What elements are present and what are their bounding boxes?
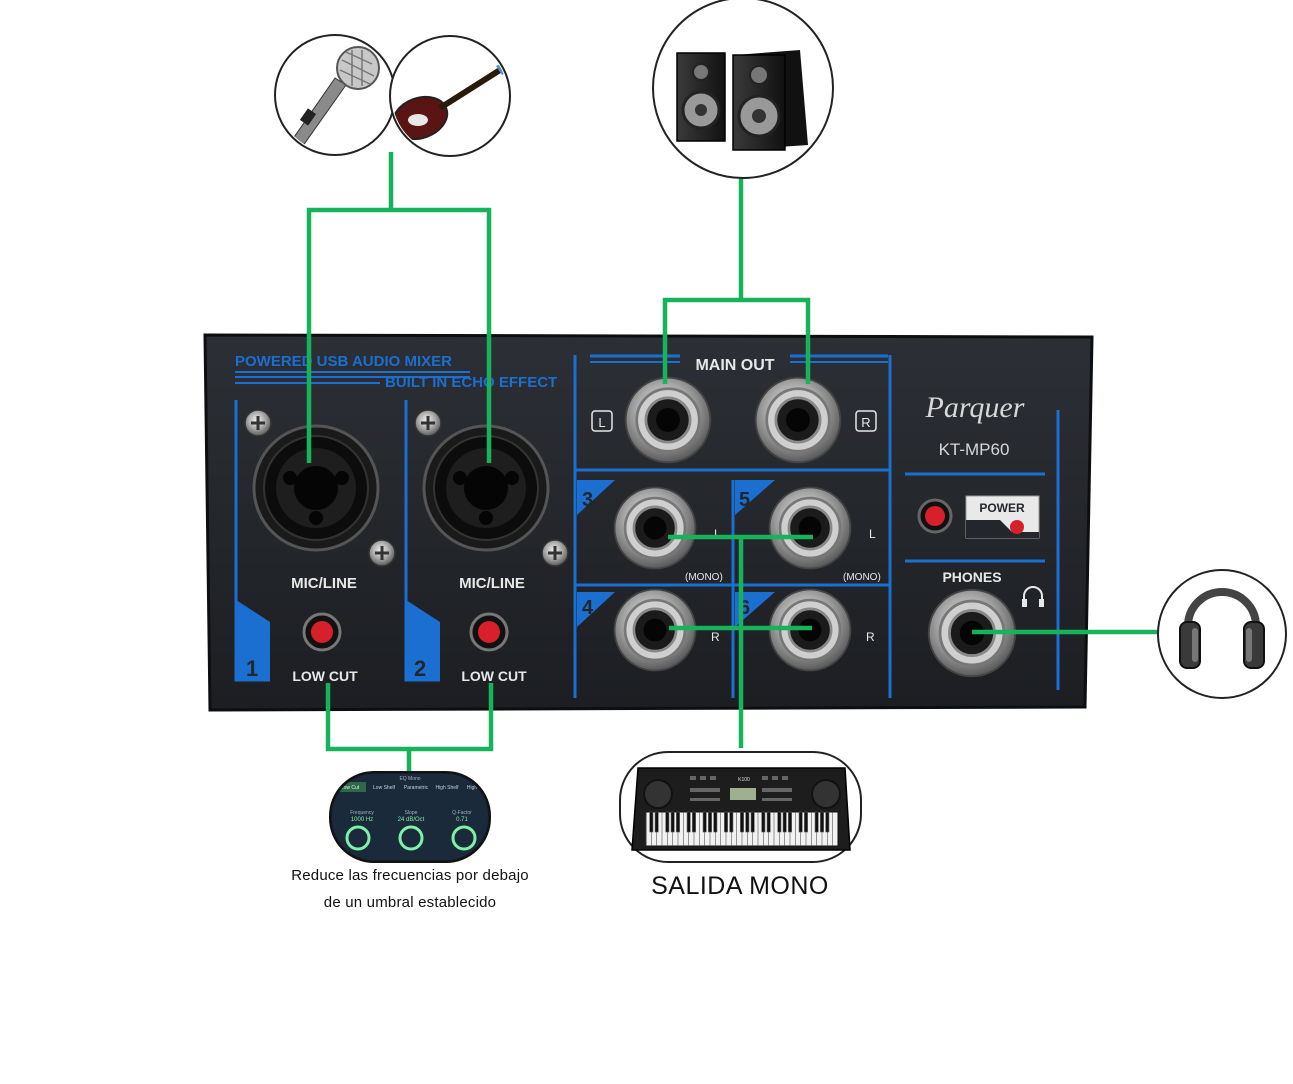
keyboard-black-key xyxy=(713,811,718,833)
channel-1-number: 1 xyxy=(246,656,258,681)
keyboard-black-key xyxy=(804,811,808,833)
keyboard-black-key xyxy=(766,811,771,833)
keyboard-black-key xyxy=(825,811,830,833)
keyboard-black-key xyxy=(665,811,670,833)
eq-tab-parametric[interactable]: Parametric xyxy=(404,785,429,791)
keyboard-model-label: K100 xyxy=(738,777,750,783)
keyboard-black-key xyxy=(729,811,734,833)
mic-line-label-1: MIC/LINE xyxy=(291,575,357,592)
xlr-combo-input-2[interactable] xyxy=(422,424,550,552)
keyboard-black-key xyxy=(708,811,712,833)
eq-knob-qfactor-value: 0.71 xyxy=(456,817,468,823)
keyboard-black-key xyxy=(676,811,680,833)
xlr-combo-input-1[interactable] xyxy=(252,424,380,552)
wire-instruments-to-inputs xyxy=(306,152,492,463)
mono-tag-3: (MONO) xyxy=(685,572,723,583)
channel-strip-1: 1 MIC/LINE LOW CUT xyxy=(234,400,397,684)
eq-knob-slope[interactable] xyxy=(398,825,424,851)
channel-3-number: 3 xyxy=(582,489,593,511)
jack-l-label: L xyxy=(869,527,876,541)
mic-line-label-2: MIC/LINE xyxy=(459,575,525,592)
eq-knob-frequency[interactable] xyxy=(345,825,371,851)
keyboard-black-key xyxy=(788,811,792,833)
main-out-left-label: L xyxy=(598,415,605,430)
eq-knob-frequency-label: Frequency xyxy=(350,810,374,816)
keyboard-black-key xyxy=(798,811,803,833)
model-label: KT-MP60 xyxy=(939,440,1010,459)
wire-line-inputs-to-keyboard xyxy=(668,534,813,748)
header-line2: BUILT IN ECHO EFFECT xyxy=(385,374,557,391)
keyboard-black-key xyxy=(820,811,824,833)
jack-r-label: R xyxy=(866,630,875,644)
eq-tab-high-shelf[interactable]: High Shelf xyxy=(435,785,459,791)
screw-icon xyxy=(243,408,273,438)
channel-5-number: 5 xyxy=(739,489,750,511)
microphone-icon xyxy=(274,34,396,156)
screw-icon xyxy=(367,538,397,568)
headphones-icon xyxy=(1157,569,1287,699)
line-inputs-section: 3 4 5 6 L L R R (MONO) (MONO) xyxy=(575,355,892,698)
brand-logo: Parquer xyxy=(925,391,1025,424)
eq-knob-frequency-value: 1000 Hz xyxy=(351,817,373,823)
keyboard-black-key xyxy=(692,811,696,833)
low-cut-caption-line1: Reduce las frecuencias por debajo xyxy=(291,867,529,884)
power-label: POWER xyxy=(979,501,1025,515)
jack-l-label: L xyxy=(714,527,721,541)
input-5-left-jack[interactable] xyxy=(768,486,852,570)
connection-wires xyxy=(306,152,1162,773)
eq-knob-slope-value: 24 dB/Oct xyxy=(398,817,425,823)
eq-tab-low-cut[interactable]: Low Cut xyxy=(341,785,360,791)
power-led xyxy=(1010,520,1024,534)
low-cut-label-2: LOW CUT xyxy=(461,668,527,684)
keyboard-icon: K100 xyxy=(619,751,862,863)
low-cut-caption-line2: de un umbral establecido xyxy=(323,894,497,911)
channel-4-number: 4 xyxy=(582,597,594,619)
headphones-small-icon xyxy=(1022,586,1044,607)
keyboard-black-key xyxy=(686,811,691,833)
keyboard-black-key xyxy=(777,811,782,833)
speakers-icon xyxy=(652,0,834,179)
keyboard-black-key xyxy=(740,811,744,833)
keyboard-black-key xyxy=(761,811,766,833)
low-cut-caption: Reduce las frecuencias por debajo de un … xyxy=(270,862,550,916)
channel-2-number: 2 xyxy=(414,656,426,681)
eq-knob-qfactor-label: Q-Factor xyxy=(452,810,472,816)
eq-plugin-title: EQ Mono xyxy=(399,776,420,782)
screw-icon xyxy=(413,408,443,438)
low-cut-label-1: LOW CUT xyxy=(292,668,358,684)
mixer-panel: POWERED USB AUDIO MIXER BUILT IN ECHO EF… xyxy=(203,333,1094,712)
screw-icon xyxy=(540,538,570,568)
wire-main-out-to-speakers xyxy=(662,176,811,384)
main-out-left-jack[interactable] xyxy=(624,376,712,464)
keyboard-black-key xyxy=(670,811,675,833)
eq-tab-low-shelf[interactable]: Low Shelf xyxy=(373,785,396,791)
main-out-right-label: R xyxy=(861,415,870,430)
eq-plugin-icon: EQ Mono Low Cut Low Shelf Parametric Hig… xyxy=(329,771,491,863)
channel-6-number: 6 xyxy=(739,597,750,619)
keyboard-black-key xyxy=(750,811,755,833)
guitar-icon xyxy=(389,35,511,157)
channel-strip-2: 2 MIC/LINE LOW CUT xyxy=(404,400,570,684)
right-section: Parquer KT-MP60 POWER PHONES xyxy=(905,391,1060,690)
input-3-left-jack[interactable] xyxy=(613,486,697,570)
main-out-label: MAIN OUT xyxy=(695,357,774,374)
keyboard-black-key xyxy=(782,811,787,833)
keyboard-black-key xyxy=(745,811,750,833)
wire-low-cut-to-eq xyxy=(325,683,494,773)
jack-r-label: R xyxy=(711,630,720,644)
mono-output-caption: SALIDA MONO xyxy=(651,872,829,900)
keyboard-black-key xyxy=(702,811,707,833)
keyboard-black-key xyxy=(724,811,728,833)
keyboard-black-key xyxy=(814,811,819,833)
main-out-right-jack[interactable] xyxy=(754,376,842,464)
eq-knob-qfactor[interactable] xyxy=(451,825,477,851)
eq-tab-high[interactable]: High xyxy=(467,785,478,791)
phones-label: PHONES xyxy=(942,569,1001,585)
keyboard-black-key xyxy=(649,811,654,833)
keyboard-black-key xyxy=(654,811,659,833)
eq-knob-slope-label: Slope xyxy=(405,810,418,816)
header-line1: POWERED USB AUDIO MIXER xyxy=(235,353,452,370)
mono-tag-5: (MONO) xyxy=(843,572,881,583)
